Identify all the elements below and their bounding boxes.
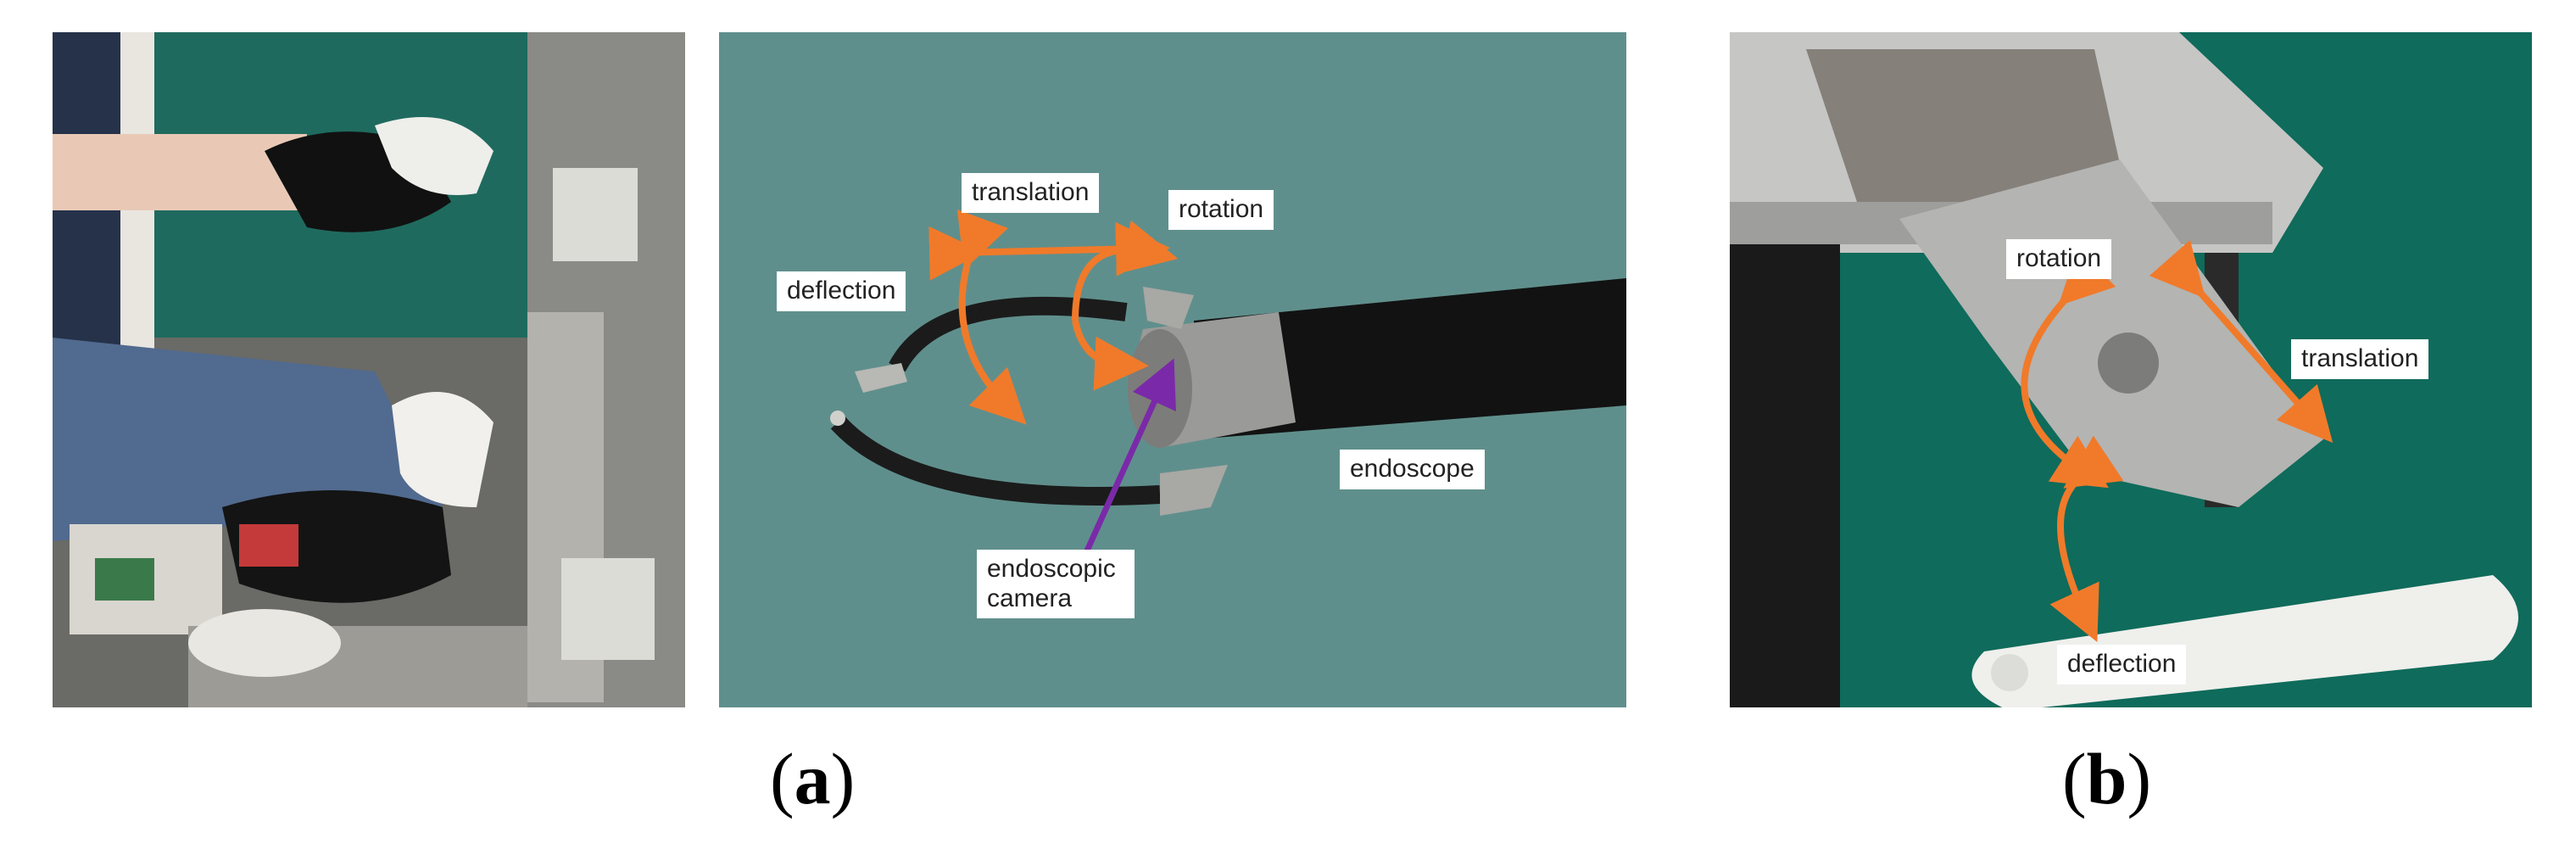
label-deflection: deflection [2057, 645, 2187, 685]
label-deflection: deflection [777, 271, 906, 311]
caption-b: (b) [2062, 738, 2152, 819]
label-translation: translation [962, 173, 1100, 213]
label-translation: translation [2291, 339, 2429, 379]
label-endoscopic-camera: endoscopic camera [977, 550, 1135, 618]
label-rotation: rotation [1168, 190, 1274, 230]
caption-a: (a) [770, 738, 856, 819]
interface-photo: rotation translation deflection [1730, 32, 2532, 707]
label-rotation: rotation [2006, 239, 2112, 279]
label-endoscope: endoscope [1340, 450, 1485, 489]
endoscope-photo: translation rotation deflection endoscop… [719, 32, 1626, 707]
operator-photo [53, 32, 685, 707]
